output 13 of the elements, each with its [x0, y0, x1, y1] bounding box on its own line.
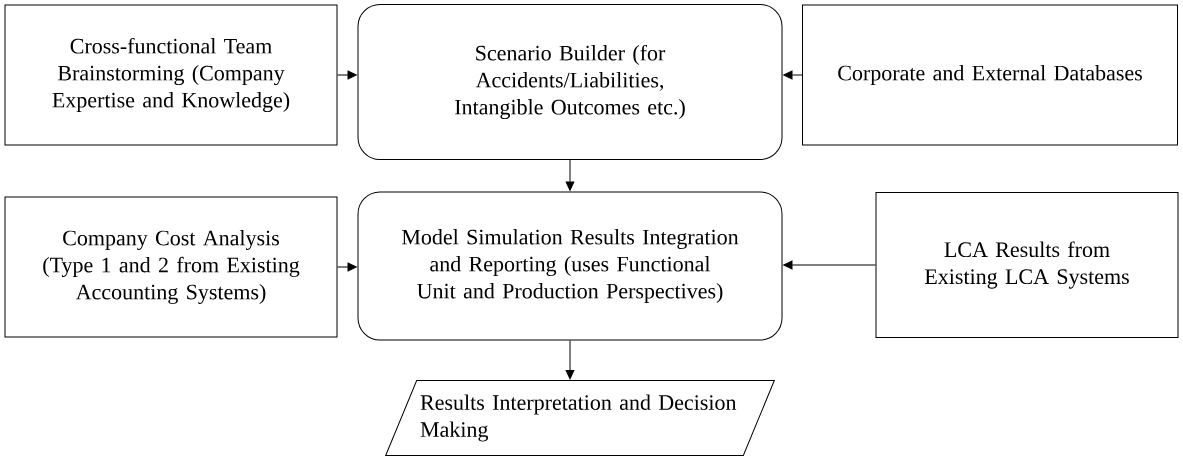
process-box: Model Simulation Results Integration and Reporting (uses Functional Unit and Production Perspectives) — [357, 191, 783, 341]
arrow — [783, 260, 876, 270]
arrow — [337, 262, 357, 272]
process-box: Scenario Builder (for Accidents/Liabilities, Intangible Outcomes etc.) — [357, 4, 783, 160]
process-box: Company Cost Analysis (Type 1 and 2 from Existing Accounting Systems) — [4, 196, 338, 338]
process-box: Corporate and External Databases — [802, 4, 1178, 146]
output-parallelogram: Results Interpretation and Decision Making — [385, 380, 775, 456]
process-box: Cross-functional Team Brainstorming (Company Expertise and Knowledge) — [4, 4, 338, 146]
arrow — [337, 70, 357, 80]
arrow — [565, 340, 575, 380]
arrow — [783, 70, 803, 80]
arrow — [565, 159, 575, 191]
process-box: LCA Results from Existing LCA Systems — [875, 192, 1179, 338]
